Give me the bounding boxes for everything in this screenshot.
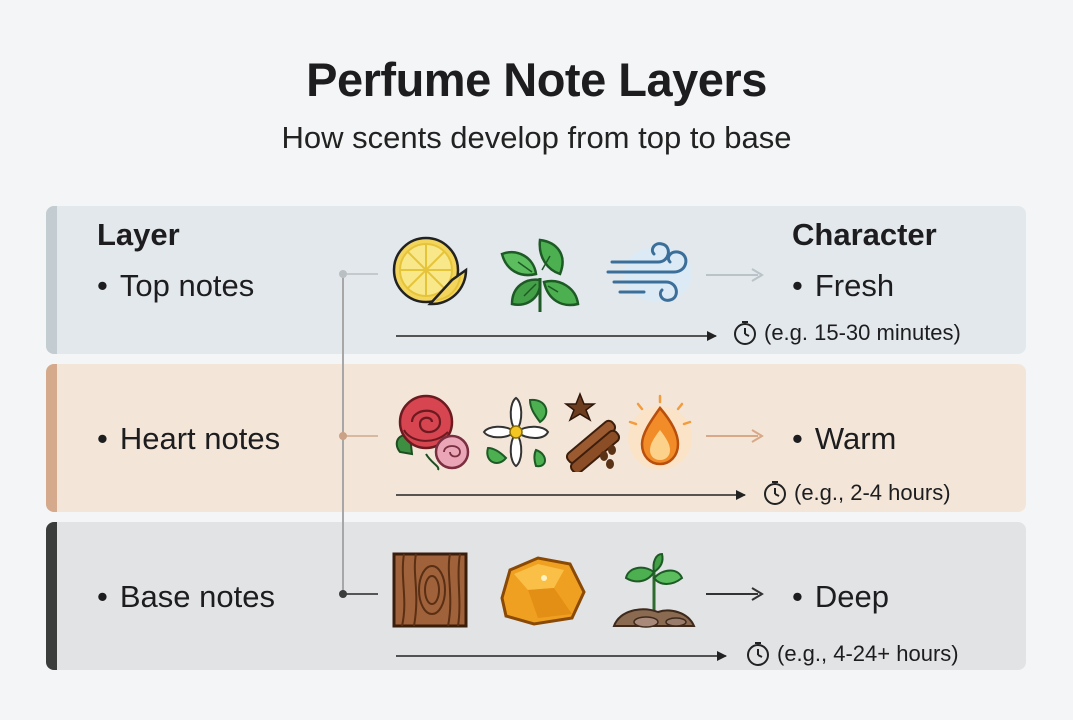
clock-icon xyxy=(764,481,786,505)
layer-label-base: Base notes xyxy=(97,579,275,615)
layer-label-top: Top notes xyxy=(97,268,254,304)
amber-resin-icon xyxy=(500,556,586,626)
jasmine-flower-icon xyxy=(482,396,550,468)
connector-node-base xyxy=(339,590,347,598)
band-edge xyxy=(46,364,57,512)
cinnamon-spice-icon xyxy=(563,392,621,472)
band-edge xyxy=(46,206,57,354)
wood-grain-icon xyxy=(392,552,468,628)
page-title: Perfume Note Layers xyxy=(306,53,767,106)
character-base: Deep xyxy=(792,579,889,615)
layer-label-heart: Heart notes xyxy=(97,421,280,457)
character-column-header: Character xyxy=(792,217,937,252)
clock-icon xyxy=(747,642,769,666)
clock-icon xyxy=(734,321,756,345)
duration-heart-text: (e.g., 2-4 hours) xyxy=(794,480,951,505)
connector-node-heart xyxy=(339,432,347,440)
layer-column-header: Layer xyxy=(97,217,180,252)
flame-icon xyxy=(628,394,692,470)
connector-node-top xyxy=(339,270,347,278)
rose-icon xyxy=(395,394,470,471)
band-edge xyxy=(46,522,57,670)
duration-base: (e.g., 4-24+ hours) xyxy=(745,641,959,667)
duration-base-text: (e.g., 4-24+ hours) xyxy=(777,641,959,666)
wind-icon xyxy=(606,242,692,302)
duration-heart: (e.g., 2-4 hours) xyxy=(762,480,951,506)
page-subtitle: How scents develop from top to base xyxy=(281,120,792,155)
mint-leaves-icon xyxy=(500,238,580,312)
character-heart: Warm xyxy=(792,421,897,457)
duration-top: (e.g. 15-30 minutes) xyxy=(732,320,961,346)
duration-top-text: (e.g. 15-30 minutes) xyxy=(764,320,961,345)
sprout-soil-icon xyxy=(612,552,696,628)
lemon-slice-icon xyxy=(392,236,468,306)
character-top: Fresh xyxy=(792,268,894,304)
